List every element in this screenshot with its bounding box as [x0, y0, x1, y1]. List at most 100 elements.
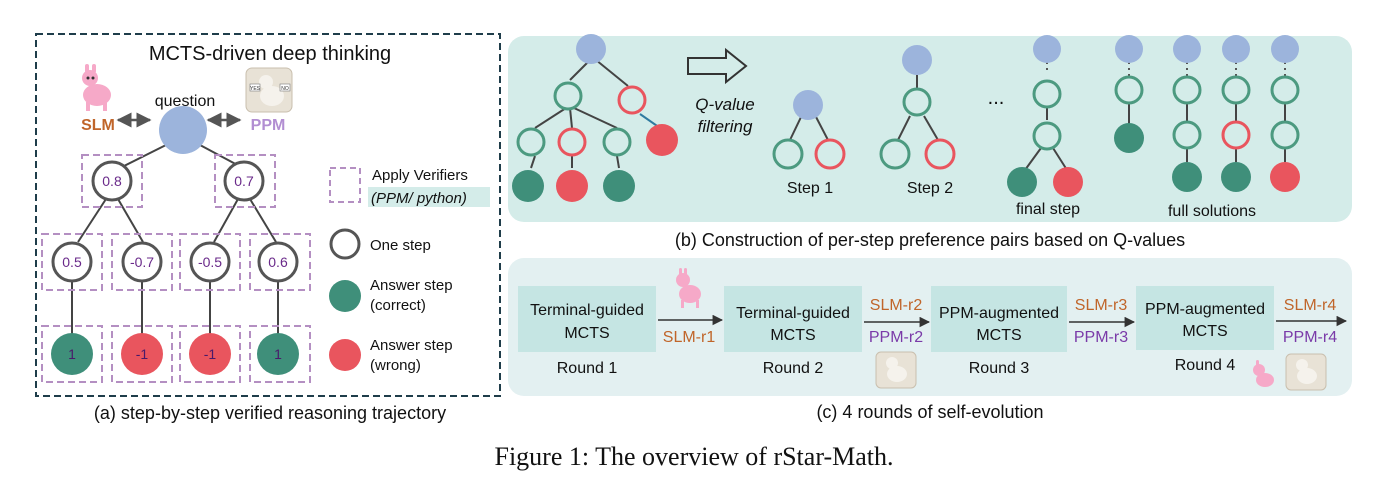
step-node: -0.5 [189, 241, 231, 283]
legend-wrong-label: Answer step [370, 337, 453, 354]
panel-b-caption: (b) Construction of per-step preference … [675, 230, 1185, 250]
answer-node-correct: 1 [51, 333, 93, 375]
ppm-llama-icon: YES NO [245, 67, 293, 113]
round-2-box-line1: Terminal-guided [736, 305, 850, 322]
q-value-label: -1 [204, 346, 217, 362]
ppm-sign-yes: YES [250, 86, 261, 92]
transition-1-slm: SLM-r1 [663, 329, 716, 346]
step-node [1172, 120, 1202, 150]
panel-a-frame [35, 33, 501, 397]
panel-b: Q-value filtering Step 1 Step 2 ... [508, 34, 1352, 250]
slm-llama-icon [676, 268, 701, 308]
root-node [1222, 35, 1250, 63]
legend-correct-swatch [329, 280, 361, 312]
round-4-box-line2: MCTS [1182, 323, 1227, 340]
question-node [159, 106, 207, 154]
step-node: 0.7 [223, 160, 265, 202]
round-1-box-line2: MCTS [564, 325, 609, 342]
answer-node-wrong [646, 124, 678, 156]
ppm-sign-no: NO [281, 86, 289, 92]
legend-wrong-swatch [329, 339, 361, 371]
round-1-box [518, 286, 656, 352]
final-step-tree [1007, 35, 1083, 197]
transition-2-ppm: PPM-r2 [869, 329, 923, 346]
round-2-box [724, 286, 862, 352]
ppm-llama-icon [1285, 353, 1327, 391]
answer-node-wrong: -1 [189, 333, 231, 375]
q-value-label: 1 [68, 346, 76, 362]
root-node [1173, 35, 1201, 63]
round-3-box-line1: PPM-augmented [939, 305, 1059, 322]
legend-one-step-label: One step [370, 237, 431, 254]
answer-node-wrong: -1 [121, 333, 163, 375]
question-label: question [155, 93, 216, 110]
round-3-box-line2: MCTS [976, 327, 1021, 344]
panel-a-title: MCTS-driven deep thinking [149, 43, 391, 65]
legend-verifier-sub: (PPM/ python) [371, 190, 467, 207]
round-3-label: Round 3 [969, 360, 1030, 377]
answer-node-wrong [556, 170, 588, 202]
panel-c: Terminal-guided MCTS Round 1 Terminal-gu… [508, 258, 1352, 422]
step-node-wrong [924, 138, 956, 170]
root-node [1271, 35, 1299, 63]
full-solutions-label: full solutions [1168, 203, 1256, 220]
slm-llama-icon [82, 64, 111, 111]
verifier-boxes [41, 154, 311, 383]
step-node: -0.7 [121, 241, 163, 283]
round-2-label: Round 2 [763, 360, 824, 377]
step-node: 0.5 [51, 241, 93, 283]
answer-node-wrong [1270, 162, 1300, 192]
q-value-label: 0.8 [102, 173, 122, 189]
step-node-wrong [1221, 120, 1251, 150]
step-node [772, 138, 804, 170]
answer-node-correct [1172, 162, 1202, 192]
step-node [1172, 75, 1202, 105]
legend-correct-label: Answer step [370, 277, 453, 294]
answer-node-correct [1007, 167, 1037, 197]
root-node [1115, 35, 1143, 63]
final-step-label: final step [1016, 201, 1080, 218]
answer-node-correct: 1 [257, 333, 299, 375]
step-node [1032, 121, 1062, 151]
transition-3-ppm: PPM-r3 [1074, 329, 1128, 346]
legend-wrong-sub: (wrong) [370, 357, 421, 374]
step-node [516, 127, 546, 157]
legend-one-step-swatch [329, 228, 361, 260]
q-value-label: -1 [136, 346, 149, 362]
answer-node-wrong [1053, 167, 1083, 197]
legend-verifier-label: Apply Verifiers [372, 167, 468, 184]
step-node [1114, 75, 1144, 105]
root-node [793, 90, 823, 120]
q-value-label: -0.5 [198, 254, 222, 270]
step-node-wrong [557, 127, 587, 157]
step-node-wrong [617, 85, 647, 115]
step-node [1221, 75, 1251, 105]
step-node [1032, 79, 1062, 109]
round-4-box [1136, 286, 1274, 350]
answer-node-correct [1221, 162, 1251, 192]
round-4-box-line1: PPM-augmented [1145, 301, 1265, 318]
q-value-label: -0.7 [130, 254, 154, 270]
slm-label: SLM [81, 117, 115, 134]
panel-a-caption: (a) step-by-step verified reasoning traj… [94, 403, 446, 423]
filter-label-line2: filtering [698, 117, 753, 136]
step-node [602, 127, 632, 157]
step-node: 0.8 [91, 160, 133, 202]
round-3-box [931, 286, 1067, 352]
transition-3-slm: SLM-r3 [1075, 297, 1128, 314]
full-solution-chain [1114, 35, 1144, 153]
round-2-box-line2: MCTS [770, 327, 815, 344]
step-node: 0.6 [257, 241, 299, 283]
root-node [902, 45, 932, 75]
transition-2-slm: SLM-r2 [870, 297, 923, 314]
ppm-llama-icon [875, 351, 917, 389]
figure-caption: Figure 1: The overview of rStar-Math. [494, 442, 893, 471]
full-solution-chain [1221, 35, 1251, 192]
round-1-box-line1: Terminal-guided [530, 302, 644, 319]
panel-c-caption: (c) 4 rounds of self-evolution [816, 402, 1043, 422]
root-node [576, 34, 606, 64]
filter-label-line1: Q-value [695, 95, 755, 114]
step-node [1270, 75, 1300, 105]
step-node [553, 81, 583, 111]
legend-python-highlight [368, 187, 490, 207]
